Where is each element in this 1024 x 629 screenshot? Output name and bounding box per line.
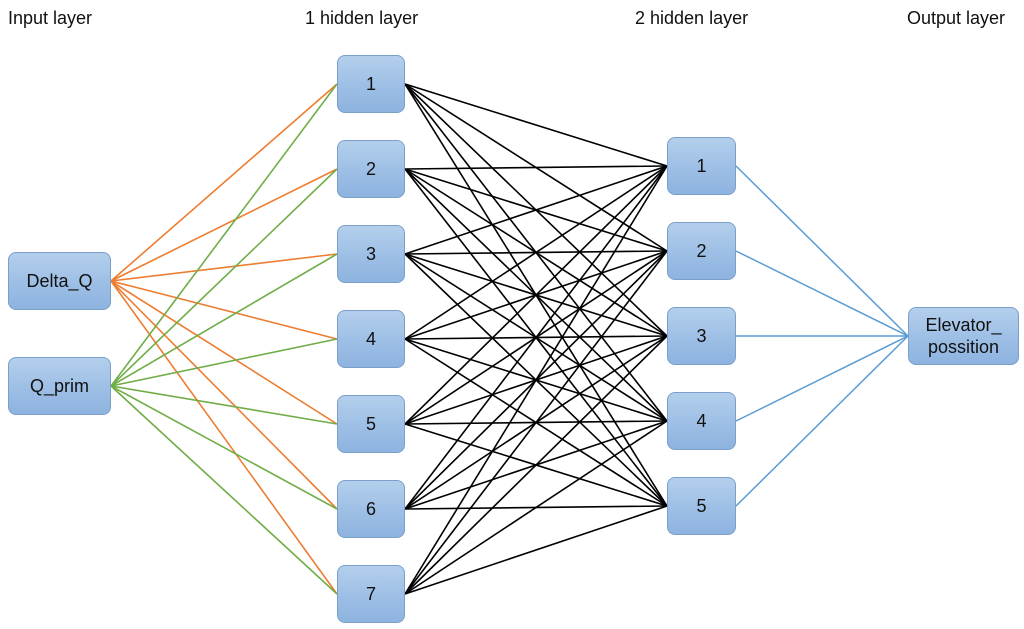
edge-hidden2-to-output — [735, 165, 909, 337]
node-label: 5 — [696, 496, 707, 516]
edge-delta-q-to-hidden1 — [110, 83, 338, 282]
hidden-layer-2-title: 2 hidden layer — [635, 8, 749, 28]
edge-hidden1-to-hidden2 — [404, 165, 668, 425]
edge-hidden1-to-hidden2 — [404, 165, 668, 510]
output-label-line-2: possition — [927, 337, 1000, 357]
edge-hidden2-to-output — [735, 335, 909, 507]
hidden1-node-6: 6 — [337, 480, 405, 538]
input-node-delta-q: Delta_Q — [8, 252, 111, 310]
node-label: 1 — [365, 74, 376, 94]
hidden1-node-4: 4 — [337, 310, 405, 368]
edge-hidden2-to-output — [735, 335, 909, 422]
hidden2-node-5: 5 — [667, 477, 736, 535]
edge-delta-q-to-hidden1 — [110, 280, 338, 595]
edge-q-prim-to-hidden1 — [110, 168, 338, 387]
edge-delta-q-to-hidden1 — [110, 280, 338, 425]
output-node-elevator-position: Elevator_ possition — [908, 307, 1019, 365]
output-label-line-1: Elevator_ — [925, 315, 1002, 335]
edge-hidden1-to-hidden2 — [404, 165, 668, 595]
edge-hidden1-to-hidden2 — [404, 420, 668, 595]
hidden-layer-1-title: 1 hidden layer — [305, 8, 419, 28]
hidden2-node-2: 2 — [667, 222, 736, 280]
node-label: 3 — [696, 326, 707, 346]
edge-hidden1-to-hidden2 — [404, 505, 668, 595]
hidden1-node-3: 3 — [337, 225, 405, 283]
node-label: 6 — [365, 499, 376, 519]
edge-hidden1-to-hidden2 — [404, 335, 668, 595]
edge-q-prim-to-hidden1 — [110, 385, 338, 510]
node-label: 5 — [365, 414, 376, 434]
node-label: 7 — [365, 584, 376, 604]
edge-hidden1-to-hidden2 — [404, 165, 668, 170]
edge-delta-q-to-hidden1 — [110, 253, 338, 282]
output-layer-title: Output layer — [907, 8, 1006, 28]
hidden1-node-5: 5 — [337, 395, 405, 453]
node-label: 2 — [365, 159, 376, 179]
input-node-label: Delta_Q — [26, 271, 93, 291]
edge-delta-q-to-hidden1 — [110, 168, 338, 282]
edge-q-prim-to-hidden1 — [110, 253, 338, 387]
edge-q-prim-to-hidden1 — [110, 83, 338, 387]
edge-hidden1-to-hidden2 — [404, 250, 668, 595]
edge-delta-q-to-hidden1 — [110, 280, 338, 510]
edge-q-prim-to-hidden1 — [110, 338, 338, 387]
edge-hidden1-to-hidden2 — [404, 165, 668, 255]
node-label: 4 — [696, 411, 707, 431]
edge-hidden2-to-output — [735, 250, 909, 337]
node-label: 3 — [365, 244, 376, 264]
edge-q-prim-to-hidden1 — [110, 385, 338, 595]
node-label: 4 — [365, 329, 376, 349]
input-layer-title: Input layer — [8, 8, 93, 28]
edge-hidden1-to-hidden2 — [404, 83, 668, 167]
edge-hidden1-to-hidden2 — [404, 165, 668, 340]
node-label: 1 — [696, 156, 707, 176]
edge-delta-q-to-hidden1 — [110, 280, 338, 340]
input-node-label: Q_prim — [29, 376, 89, 396]
node-label: 2 — [696, 241, 707, 261]
input-node-q-prim: Q_prim — [8, 357, 111, 415]
hidden1-node-2: 2 — [337, 140, 405, 198]
hidden1-node-1: 1 — [337, 55, 405, 113]
hidden1-node-7: 7 — [337, 565, 405, 623]
hidden2-node-4: 4 — [667, 392, 736, 450]
hidden2-node-1: 1 — [667, 137, 736, 195]
edge-q-prim-to-hidden1 — [110, 385, 338, 425]
hidden2-node-3: 3 — [667, 307, 736, 365]
